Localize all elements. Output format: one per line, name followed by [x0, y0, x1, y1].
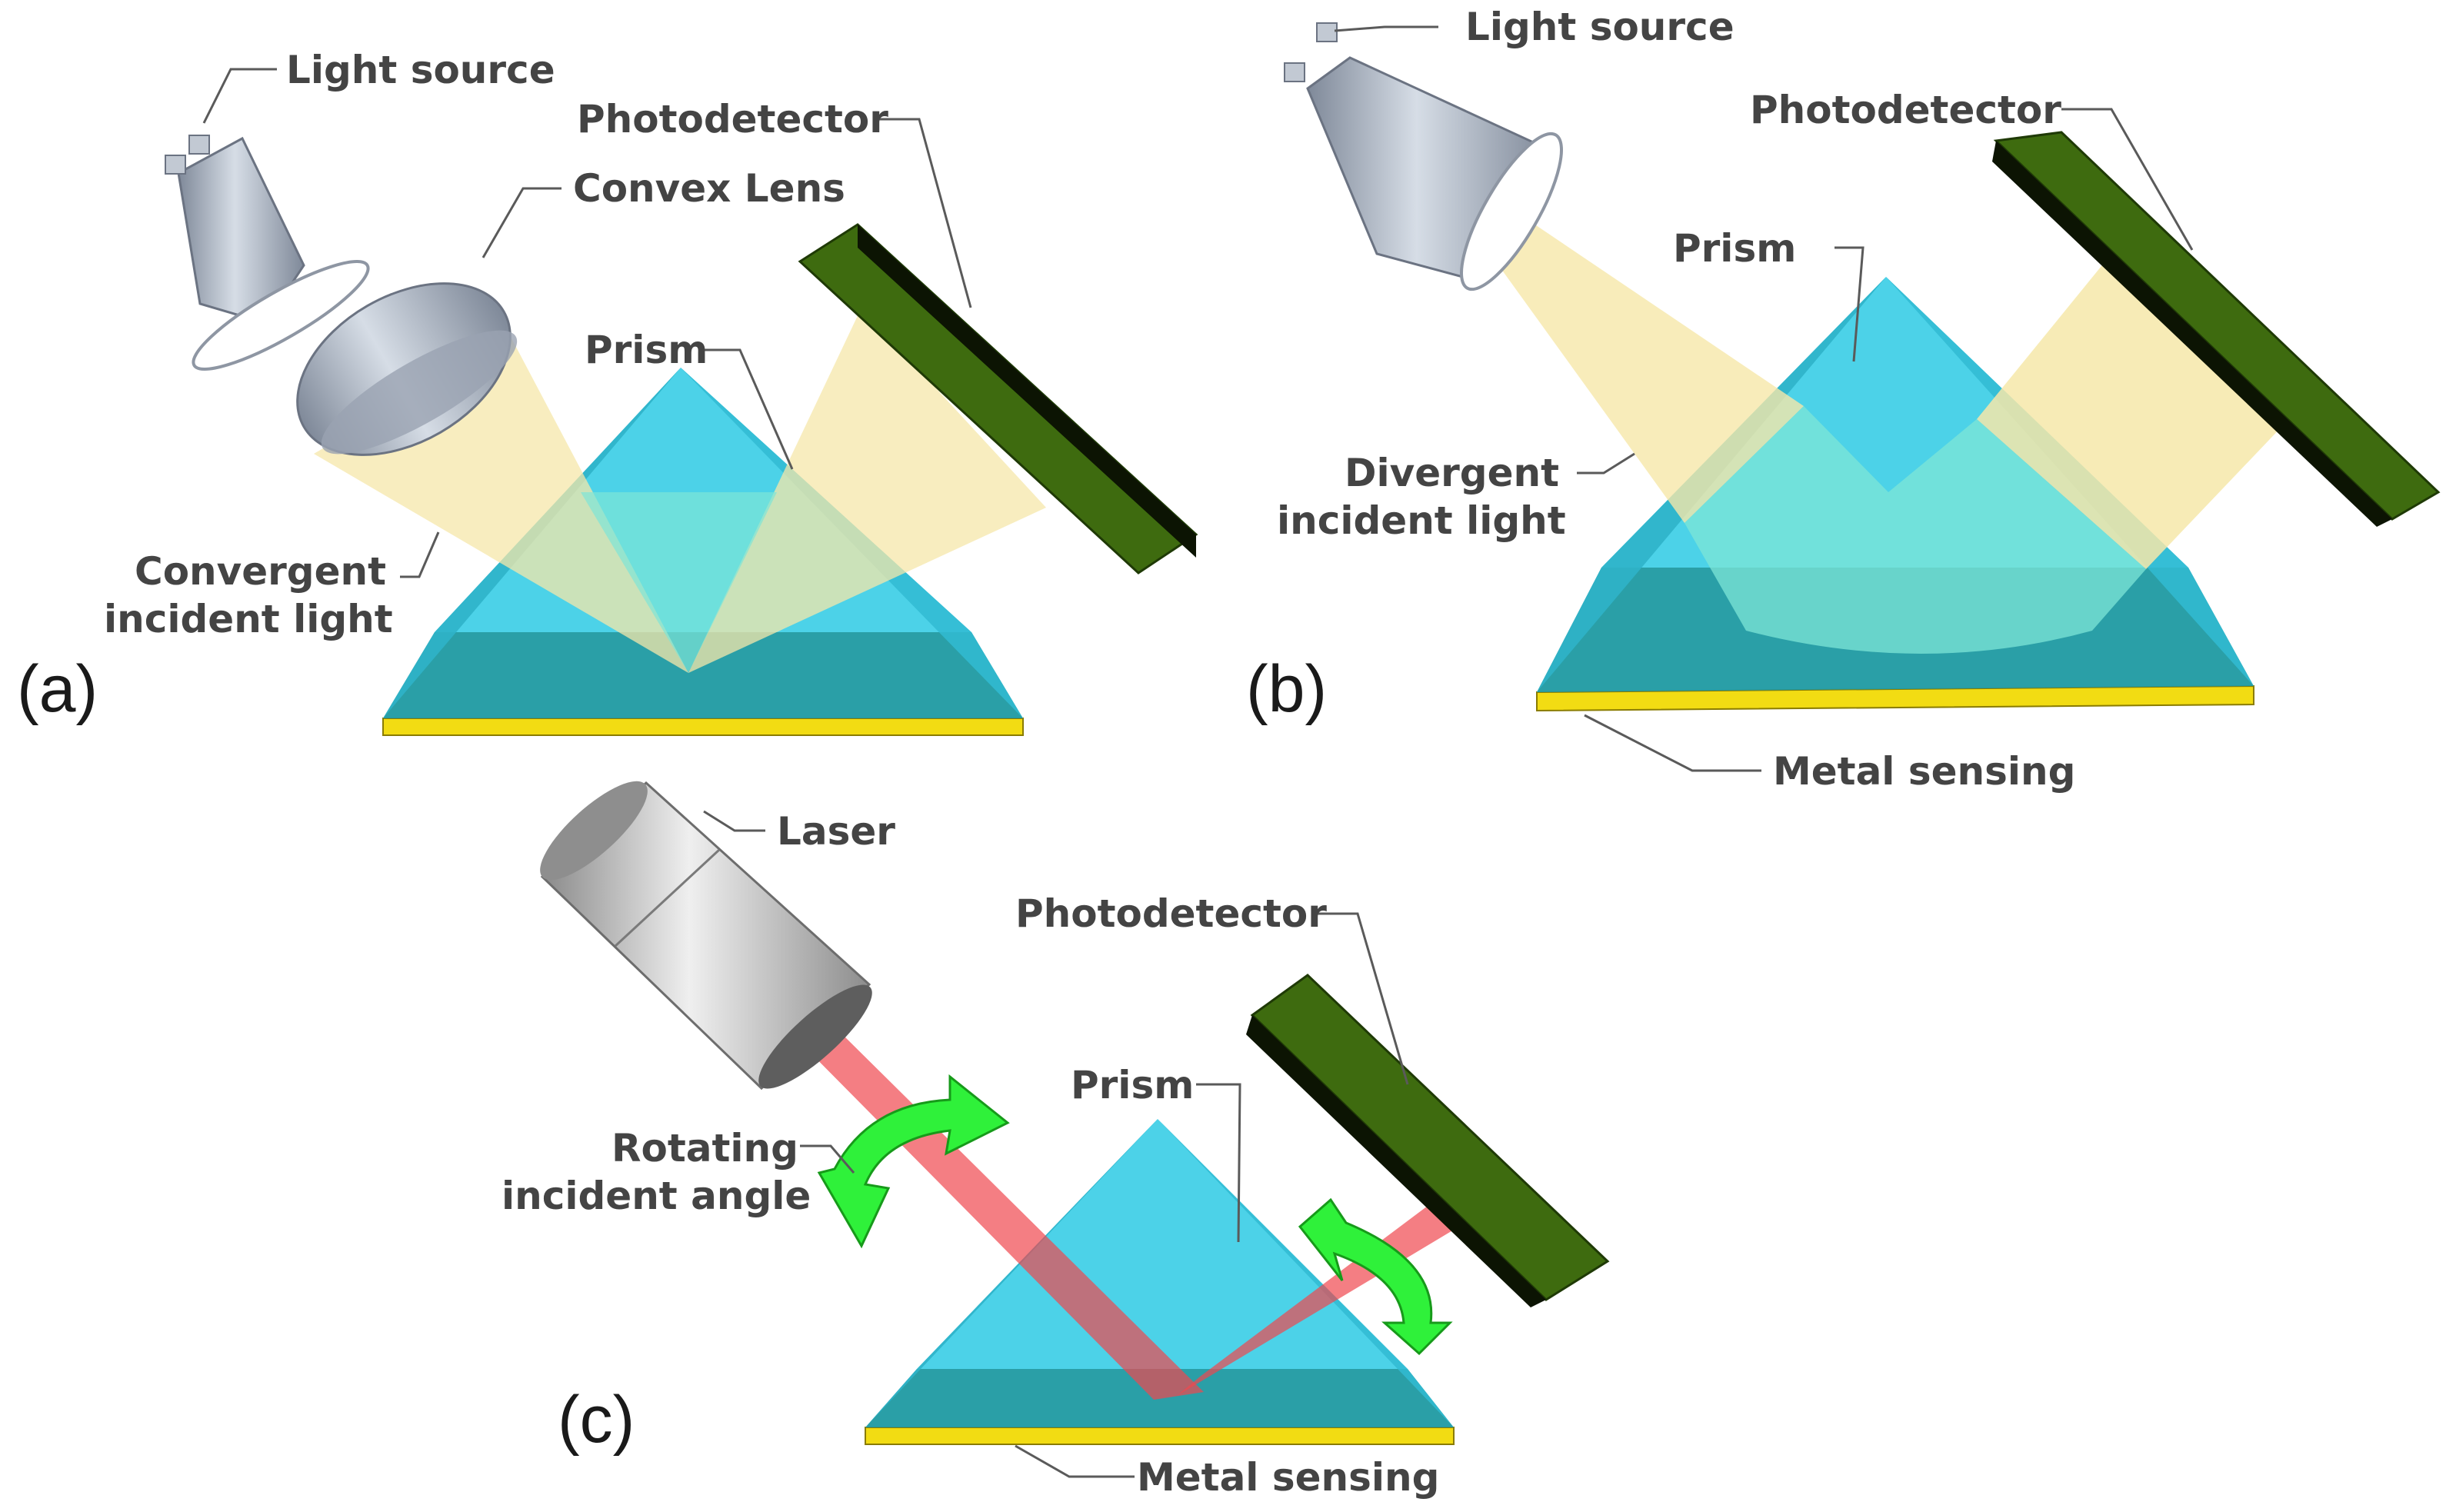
panel-a: Light source Convex Lens Photodetector P… [17, 48, 1198, 736]
label-light-source-a: Light source [286, 48, 555, 92]
leader-photodetector-a [877, 118, 972, 308]
reflected-beam-b [1977, 254, 2300, 569]
laser-c [540, 781, 872, 1091]
leader-light-source-a [202, 68, 277, 124]
label-laser-c: Laser [777, 809, 895, 854]
label-prism-c: Prism [1071, 1063, 1194, 1107]
panel-c: Laser Photodetector Prism Rotating incid… [502, 781, 1610, 1500]
photodetector-c [1246, 974, 1610, 1307]
leader-photodetector-b [2061, 108, 2194, 251]
rotate-arrow-incident-icon [817, 1074, 1010, 1249]
label-photodetector-a: Photodetector [577, 97, 888, 142]
leader-rotating-c [800, 1144, 855, 1174]
label-photodetector-c: Photodetector [1015, 891, 1327, 936]
leader-light-source-b [1334, 25, 1438, 32]
metal-sensing-layer-b [1536, 684, 2254, 712]
label-divergent-line2: incident light [1277, 498, 1566, 543]
label-convergent-line1: Convergent [135, 549, 386, 594]
label-convex-lens-a: Convex Lens [573, 166, 845, 211]
photodetector-b [1992, 131, 2441, 527]
reflected-beam-a [688, 308, 1046, 673]
photodetector-a [798, 223, 1198, 574]
leader-convex-lens-a [482, 187, 562, 258]
label-rotating-line1: Rotating [612, 1126, 798, 1171]
leader-prism-b [1835, 246, 1864, 362]
metal-sensing-layer-c [865, 1427, 1455, 1445]
rotate-arrow-reflected-icon [1298, 1197, 1453, 1356]
light-source-a [165, 135, 370, 371]
leader-incident-a [400, 531, 440, 578]
label-metal-sensing-b: Metal sensing [1773, 749, 2075, 794]
panel-b: Light source Photodetector Prism Diverge… [1246, 5, 2441, 794]
panel-tag-a: (a) [17, 652, 98, 726]
label-photodetector-b: Photodetector [1750, 88, 2061, 132]
leader-prism-c [1196, 1083, 1241, 1243]
leader-incident-b [1577, 452, 1635, 475]
label-convergent-line2: incident light [104, 597, 393, 641]
leader-metal-c [1015, 1444, 1135, 1478]
divergent-beam-b [1465, 206, 1804, 523]
reflected-laser-beam-c [1177, 1192, 1465, 1396]
leader-laser-c [703, 810, 765, 832]
label-prism-b: Prism [1673, 226, 1796, 271]
light-source-b [1284, 22, 1563, 291]
metal-sensing-layer-a [382, 718, 1024, 736]
label-light-source-b: Light source [1465, 5, 1735, 49]
label-prism-a: Prism [585, 328, 708, 372]
panel-tag-b: (b) [1246, 652, 1327, 726]
internal-beam-b [1685, 406, 2146, 654]
label-divergent-line1: Divergent [1345, 451, 1559, 495]
leader-metal-b [1584, 714, 1761, 772]
panel-tag-c: (c) [558, 1383, 635, 1457]
label-metal-sensing-c: Metal sensing [1137, 1455, 1439, 1500]
convex-lens-a [296, 282, 518, 456]
label-rotating-line2: incident angle [502, 1174, 811, 1218]
leader-photodetector-c [1311, 912, 1409, 1085]
leader-prism-a [701, 348, 794, 470]
